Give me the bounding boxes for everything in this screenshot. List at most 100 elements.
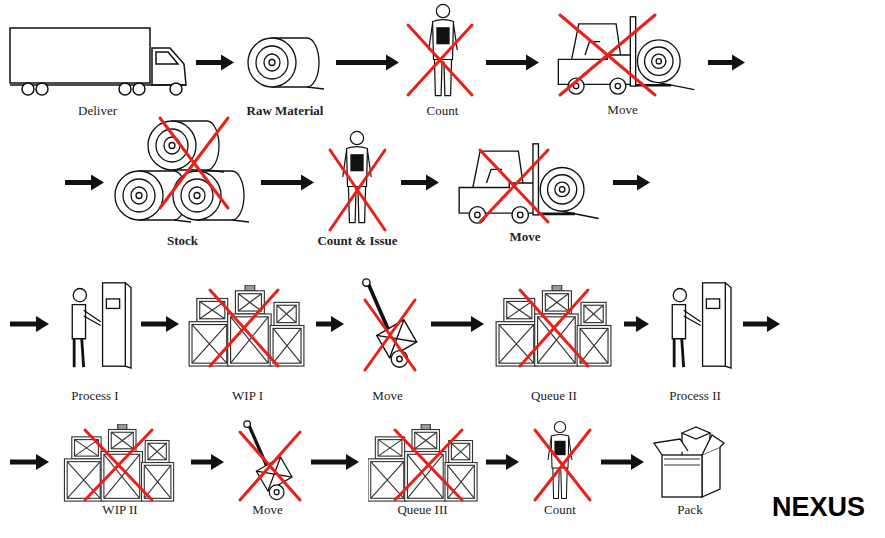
crates-icon bbox=[64, 424, 173, 501]
flow-arrow bbox=[261, 175, 314, 191]
hand-truck-icon bbox=[363, 279, 417, 367]
arrow-shaft bbox=[708, 60, 734, 65]
arrow-head bbox=[637, 175, 650, 191]
flow-arrow bbox=[65, 55, 745, 191]
machine-icon bbox=[672, 283, 731, 368]
process-step: Pack bbox=[650, 424, 730, 500]
step-label: Move bbox=[372, 388, 402, 404]
roll-icon bbox=[173, 171, 249, 222]
step-label: Queue II bbox=[531, 388, 577, 404]
step-label: Process II bbox=[669, 388, 721, 404]
process-step: WIP I bbox=[185, 280, 310, 368]
arrow-shaft bbox=[431, 322, 473, 327]
flow-arrow bbox=[431, 316, 484, 332]
flow-arrow bbox=[486, 454, 519, 470]
step-label: Count bbox=[544, 502, 576, 518]
arrow-head bbox=[166, 316, 179, 332]
forklift-icon bbox=[459, 144, 598, 223]
process-step: Move bbox=[350, 280, 425, 368]
arrow-head bbox=[767, 316, 780, 332]
step-label: Move bbox=[509, 229, 540, 245]
arrow-shaft bbox=[401, 180, 428, 185]
arrow-head bbox=[91, 175, 104, 191]
flow-arrow bbox=[10, 175, 650, 333]
person-icon bbox=[429, 4, 458, 95]
flow-arrow bbox=[401, 175, 439, 191]
arrow-shaft bbox=[743, 322, 769, 327]
arrow-head bbox=[36, 454, 49, 470]
process-step: Move bbox=[230, 424, 305, 500]
arrow-shaft bbox=[141, 322, 168, 327]
arrow-shaft bbox=[624, 322, 638, 327]
process-step: Count bbox=[405, 25, 480, 100]
flow-arrow bbox=[10, 316, 780, 470]
process-step: Stock bbox=[110, 140, 255, 225]
machine-icon bbox=[72, 283, 131, 368]
arrow-head bbox=[471, 316, 484, 332]
crates-icon bbox=[189, 285, 304, 366]
step-label: Queue III bbox=[397, 502, 447, 518]
arrow-shaft bbox=[65, 180, 93, 185]
arrow-head bbox=[221, 55, 234, 71]
roll-icon bbox=[248, 38, 324, 89]
flow-arrow bbox=[141, 316, 179, 332]
truck-icon bbox=[10, 28, 186, 95]
process-step: Count bbox=[525, 424, 595, 500]
arrow-shaft bbox=[196, 60, 223, 65]
process-step: Process II bbox=[655, 280, 735, 368]
step-label: Move bbox=[252, 502, 282, 518]
process-step: Queue III bbox=[365, 424, 480, 500]
arrow-head bbox=[36, 316, 49, 332]
arrow-shaft bbox=[601, 460, 633, 465]
arrow-shaft bbox=[10, 460, 38, 465]
step-label: Raw Material bbox=[247, 103, 324, 119]
arrow-shaft bbox=[10, 322, 38, 327]
elimination-marks bbox=[85, 15, 655, 500]
step-label: WIP I bbox=[232, 388, 263, 404]
arrow-head bbox=[346, 454, 359, 470]
arrow-shaft bbox=[613, 180, 639, 185]
process-step: Move bbox=[445, 140, 605, 225]
crates-icon bbox=[496, 285, 611, 366]
step-label: Pack bbox=[677, 502, 702, 518]
step-label: Stock bbox=[167, 233, 198, 249]
arrow-head bbox=[631, 454, 644, 470]
arrow-head bbox=[732, 55, 745, 71]
arrow-head bbox=[386, 55, 399, 71]
flow-arrow bbox=[191, 454, 224, 470]
flow-arrow bbox=[336, 55, 399, 71]
arrow-shaft bbox=[486, 460, 508, 465]
watermark-logo: NEXUS bbox=[772, 492, 865, 523]
step-label: Count bbox=[427, 103, 459, 119]
process-step: Count & Issue bbox=[320, 140, 395, 225]
forklift-icon bbox=[558, 17, 694, 94]
arrow-shaft bbox=[336, 60, 388, 65]
arrow-head bbox=[331, 316, 344, 332]
arrow-head bbox=[526, 55, 539, 71]
pack-icon bbox=[654, 427, 724, 497]
arrow-shaft bbox=[191, 460, 213, 465]
process-step: Move bbox=[545, 25, 700, 100]
crates-icon bbox=[368, 424, 477, 501]
arrow-head bbox=[636, 316, 649, 332]
step-label: Count & Issue bbox=[317, 233, 397, 249]
process-step: Queue II bbox=[490, 280, 618, 368]
arrow-shaft bbox=[261, 180, 303, 185]
roll-icon bbox=[148, 121, 224, 172]
flow-arrow bbox=[196, 55, 234, 71]
arrow-head bbox=[301, 175, 314, 191]
step-label: Process I bbox=[71, 388, 118, 404]
flow-arrow bbox=[486, 55, 539, 71]
step-label: Deliver bbox=[78, 103, 117, 119]
process-step: Process I bbox=[55, 280, 135, 368]
arrow-head bbox=[211, 454, 224, 470]
step-label: WIP II bbox=[102, 502, 137, 518]
process-step: Deliver bbox=[5, 25, 190, 100]
arrow-head bbox=[506, 454, 519, 470]
process-step: WIP II bbox=[55, 424, 185, 500]
flow-arrow bbox=[311, 454, 359, 470]
process-step: Raw Material bbox=[240, 25, 330, 100]
